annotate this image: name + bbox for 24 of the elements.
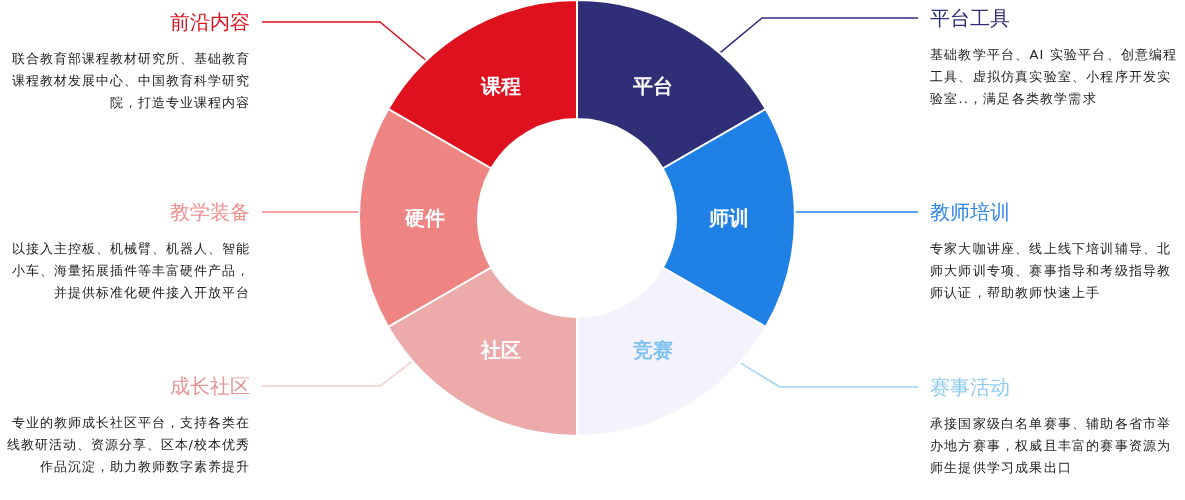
segment-label: 竞赛 [633, 337, 673, 362]
description-text: 承接国家级白名单赛事、辅助各省市举办地方赛事，权威且丰富的赛事资源为师生提供学习成果出口 [930, 415, 1173, 477]
section-heading: 成长社区 [169, 373, 250, 400]
section-heading: 平台工具 [930, 5, 1011, 32]
description-text: 以接入主控板、机械臂、机器人、智能小车、海量拓展插件等丰富硬件产品，并提供标准化硬件接入开放平台 [11, 240, 250, 302]
leader-line [261, 360, 414, 387]
section-heading: 赛事活动 [930, 374, 1011, 401]
description-text: 联合教育部课程教材研究所、基础教育课程教材发展中心、中国教育科学研究院，打造专业课程内容 [11, 50, 250, 112]
description-text: 基础教学平台、AI 实验平台、创意编程工具、虚拟仿真实验室、小程序开发实验室..，满足各类教学需求 [930, 46, 1179, 108]
section-heading: 教学装备 [169, 199, 250, 226]
leader-line [794, 211, 919, 213]
section-heading: 前沿内容 [169, 9, 250, 36]
description-text: 专业的教师成长社区平台，支持各类在线教研活动、资源分享、区本/校本优秀作品沉淀，助力教师数字素养提升 [6, 414, 250, 476]
segment-label: 平台 [633, 74, 673, 99]
segment-label: 社区 [481, 337, 521, 362]
leader-line [739, 361, 919, 388]
section-heading: 教师培训 [930, 199, 1011, 226]
segment-label: 硬件 [405, 206, 445, 230]
leader-line [261, 21, 427, 62]
description-text: 专家大咖讲座、线上线下培训辅导、北师大师训专项、赛事指导和考级指导教师认证，帮助教师快速上手 [930, 240, 1173, 302]
leader-line [718, 17, 919, 54]
leader-line [261, 211, 360, 213]
segment-label: 课程 [481, 74, 521, 99]
segment-label: 师训 [709, 206, 749, 230]
